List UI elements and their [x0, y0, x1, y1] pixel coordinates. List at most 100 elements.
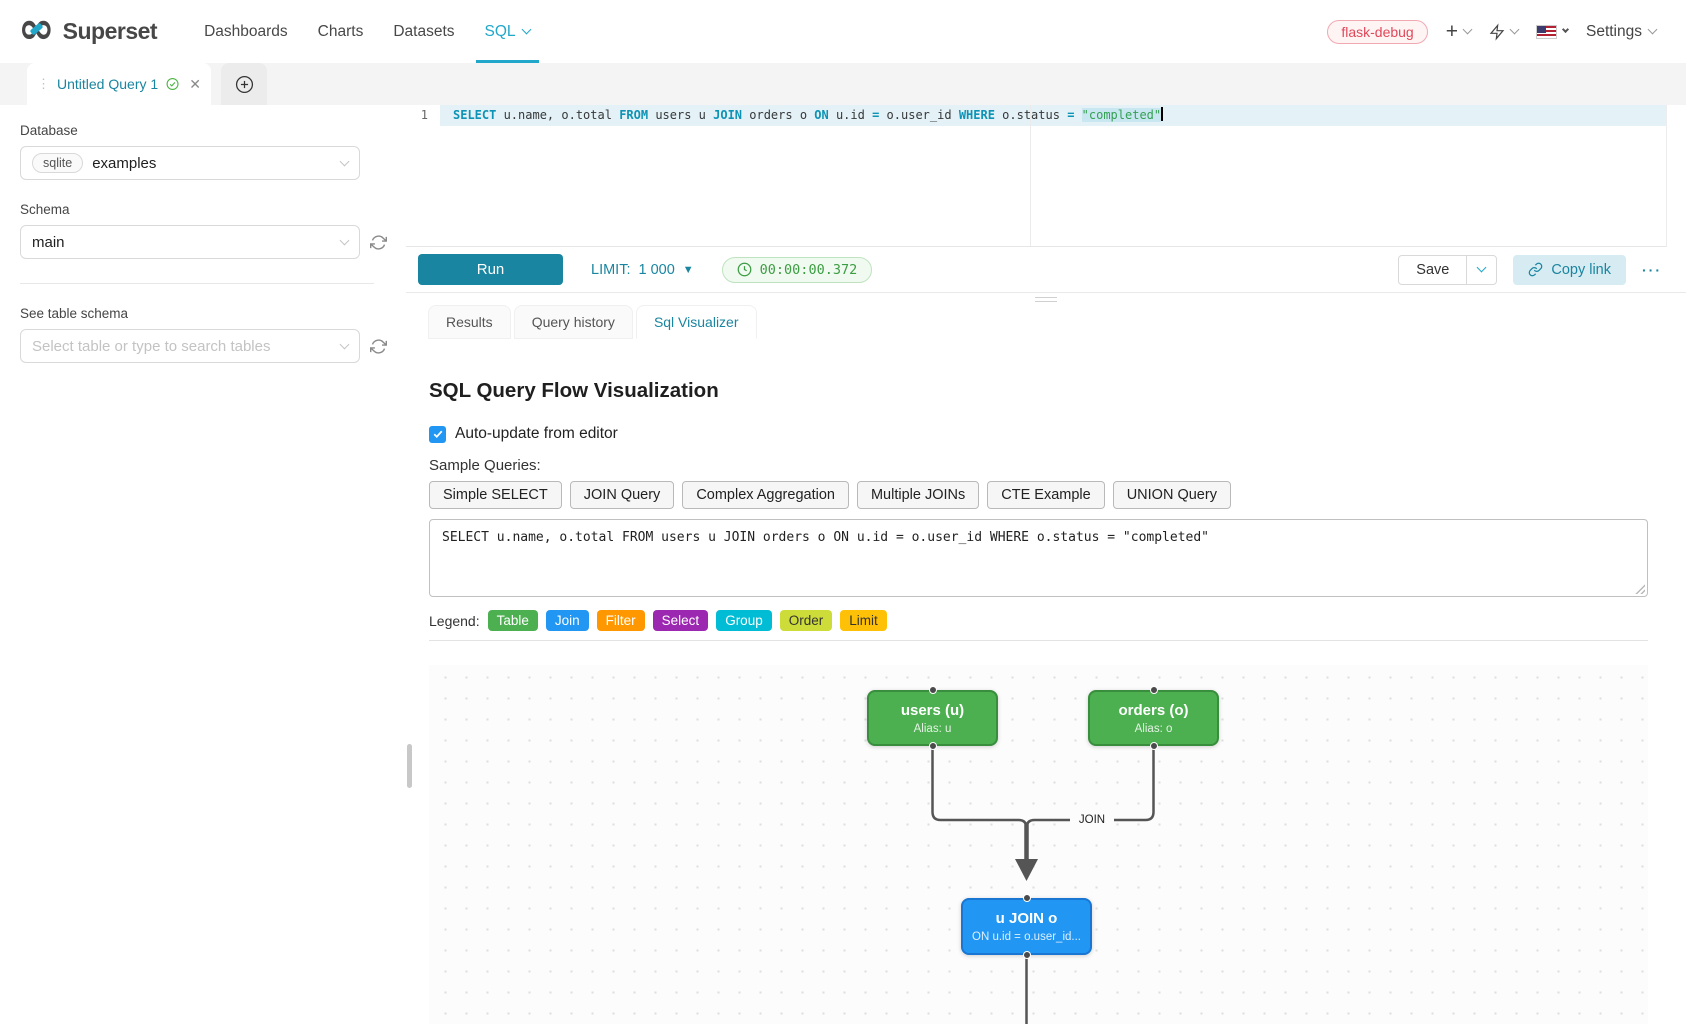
us-flag-icon — [1535, 24, 1557, 39]
database-value: examples — [92, 154, 157, 172]
check-circle-icon — [166, 77, 179, 91]
language-picker[interactable] — [1535, 24, 1570, 39]
sample-query-buttons: Simple SELECT JOIN Query Complex Aggrega… — [429, 481, 1648, 509]
chevron-down-icon — [1509, 24, 1520, 35]
query-textarea[interactable]: SELECT u.name, o.total FROM users u JOIN… — [429, 519, 1648, 597]
database-engine-badge: sqlite — [32, 153, 84, 173]
tab-results[interactable]: Results — [428, 305, 511, 339]
grip-icon — [1035, 296, 1057, 302]
link-icon — [1529, 262, 1543, 277]
sql-code-line: SELECT u.name, o.total FROM users u JOIN… — [453, 107, 1163, 122]
sqllab-left-sidebar: Database sqlite examples Schema main See… — [0, 105, 406, 1034]
legend-label: Legend: — [429, 612, 480, 629]
nav-item-dashboards[interactable]: Dashboards — [204, 22, 288, 40]
environment-badge: flask-debug — [1327, 19, 1428, 44]
nav-item-datasets[interactable]: Datasets — [393, 22, 455, 40]
add-menu-button[interactable]: + — [1446, 21, 1473, 42]
plus-circle-icon — [235, 75, 253, 93]
flow-diagram-canvas[interactable]: JOIN users (u) Alias: u orders (o) Alias… — [429, 665, 1648, 1024]
infinity-logo-icon: ∞ — [18, 6, 55, 50]
legend-badge-table: Table — [487, 610, 538, 631]
run-button[interactable]: Run — [418, 254, 563, 285]
auto-update-toggle[interactable]: Auto-update from editor — [429, 425, 1648, 443]
node-handle[interactable] — [1022, 951, 1031, 959]
sample-btn-simple-select[interactable]: Simple SELECT — [429, 481, 562, 509]
flow-node-users[interactable]: users (u) Alias: u — [867, 690, 998, 746]
print-margin-line — [1030, 105, 1031, 246]
chevron-down-icon — [339, 235, 350, 245]
node-handle[interactable] — [928, 686, 937, 694]
refresh-icon — [370, 338, 387, 354]
superset-logo[interactable]: ∞ Superset — [18, 6, 158, 50]
text-cursor — [1161, 107, 1163, 121]
node-handle[interactable] — [1022, 894, 1031, 902]
legend-row: Legend: Table Join Filter Select Group O… — [429, 610, 1648, 631]
nav-item-charts[interactable]: Charts — [317, 22, 364, 40]
clock-icon — [737, 262, 752, 277]
refresh-schema-button[interactable] — [370, 234, 387, 251]
database-select[interactable]: sqlite examples — [20, 146, 360, 180]
sample-btn-multiple-joins[interactable]: Multiple JOINs — [856, 481, 980, 509]
pane-resize-handle[interactable] — [406, 293, 1686, 305]
caret-down-icon: ▼ — [682, 263, 694, 276]
flow-node-orders[interactable]: orders (o) Alias: o — [1088, 690, 1219, 746]
sqllab-main-column: 1 SELECT u.name, o.total FROM users u JO… — [406, 105, 1686, 1034]
tab-sql-visualizer[interactable]: Sql Visualizer — [635, 305, 757, 339]
node-handle[interactable] — [928, 742, 937, 750]
settings-menu[interactable]: Settings — [1586, 23, 1658, 41]
save-split-button: Save — [1398, 254, 1498, 285]
navbar-right: flask-debug + Settings — [1327, 19, 1686, 44]
tab-query-history[interactable]: Query history — [513, 305, 633, 339]
legend-badge-limit: Limit — [840, 610, 887, 631]
sqllab-shortcut-button[interactable] — [1489, 22, 1520, 41]
schema-select[interactable]: main — [20, 225, 360, 259]
chevron-down-icon — [1476, 262, 1487, 273]
legend-divider — [429, 640, 1648, 641]
more-actions-button[interactable]: ··· — [1642, 261, 1662, 278]
flow-edges — [931, 746, 1155, 1024]
schema-label: Schema — [20, 202, 70, 217]
copy-link-button[interactable]: Copy link — [1513, 254, 1626, 285]
editor-toolbar: Run LIMIT: 1 000 ▼ 00:00:00.372 Save Cop… — [406, 247, 1686, 293]
limit-value: 1 000 — [638, 261, 675, 278]
save-button[interactable]: Save — [1416, 261, 1450, 278]
sql-code-editor[interactable]: 1 SELECT u.name, o.total FROM users u JO… — [406, 105, 1667, 247]
close-tab-icon[interactable]: ✕ — [189, 75, 201, 92]
node-handle[interactable] — [1149, 742, 1158, 750]
lightning-icon — [1489, 22, 1505, 41]
refresh-tables-button[interactable] — [370, 338, 387, 355]
query-tab-untitled-query-1[interactable]: ⋮ Untitled Query 1 ✕ — [27, 63, 211, 105]
refresh-icon — [370, 234, 387, 250]
auto-update-label: Auto-update from editor — [455, 425, 618, 442]
vertical-scrollbar-thumb[interactable] — [407, 744, 412, 788]
legend-badge-group: Group — [716, 610, 772, 631]
chevron-down-icon — [339, 156, 350, 166]
visualizer-panel: SQL Query Flow Visualization Auto-update… — [406, 339, 1686, 1024]
brand-name: Superset — [62, 18, 158, 44]
active-nav-underline — [475, 60, 539, 63]
sample-btn-union-query[interactable]: UNION Query — [1112, 481, 1231, 509]
database-label: Database — [20, 123, 78, 138]
legend-badge-join: Join — [545, 610, 589, 631]
query-tabstrip: ⋮ Untitled Query 1 ✕ — [0, 63, 1686, 105]
query-timer-badge: 00:00:00.372 — [721, 256, 873, 283]
chevron-down-icon — [1462, 24, 1473, 35]
node-handle[interactable] — [1149, 686, 1158, 694]
sample-btn-join-query[interactable]: JOIN Query — [569, 481, 675, 509]
check-icon — [433, 430, 442, 439]
sample-btn-complex-aggregation[interactable]: Complex Aggregation — [682, 481, 849, 509]
checkbox-checked[interactable] — [429, 425, 446, 443]
chevron-down-icon — [1561, 25, 1570, 34]
drag-handle-icon[interactable]: ⋮ — [37, 76, 50, 91]
table-select[interactable]: Select table or type to search tables — [20, 329, 360, 363]
chevron-down-icon — [521, 24, 531, 35]
sidebar-divider — [20, 283, 374, 284]
flow-node-join[interactable]: u JOIN o ON u.id = o.user_id... — [961, 898, 1092, 955]
sample-btn-cte-example[interactable]: CTE Example — [987, 481, 1105, 509]
limit-dropdown[interactable]: LIMIT: 1 000 ▼ — [591, 262, 694, 278]
nav-item-sql[interactable]: SQL — [470, 0, 545, 63]
save-options-button[interactable] — [1466, 255, 1496, 284]
new-query-tab-button[interactable] — [221, 63, 267, 105]
result-tabs: Results Query history Sql Visualizer — [428, 305, 1686, 339]
legend-badge-select: Select — [652, 610, 709, 631]
